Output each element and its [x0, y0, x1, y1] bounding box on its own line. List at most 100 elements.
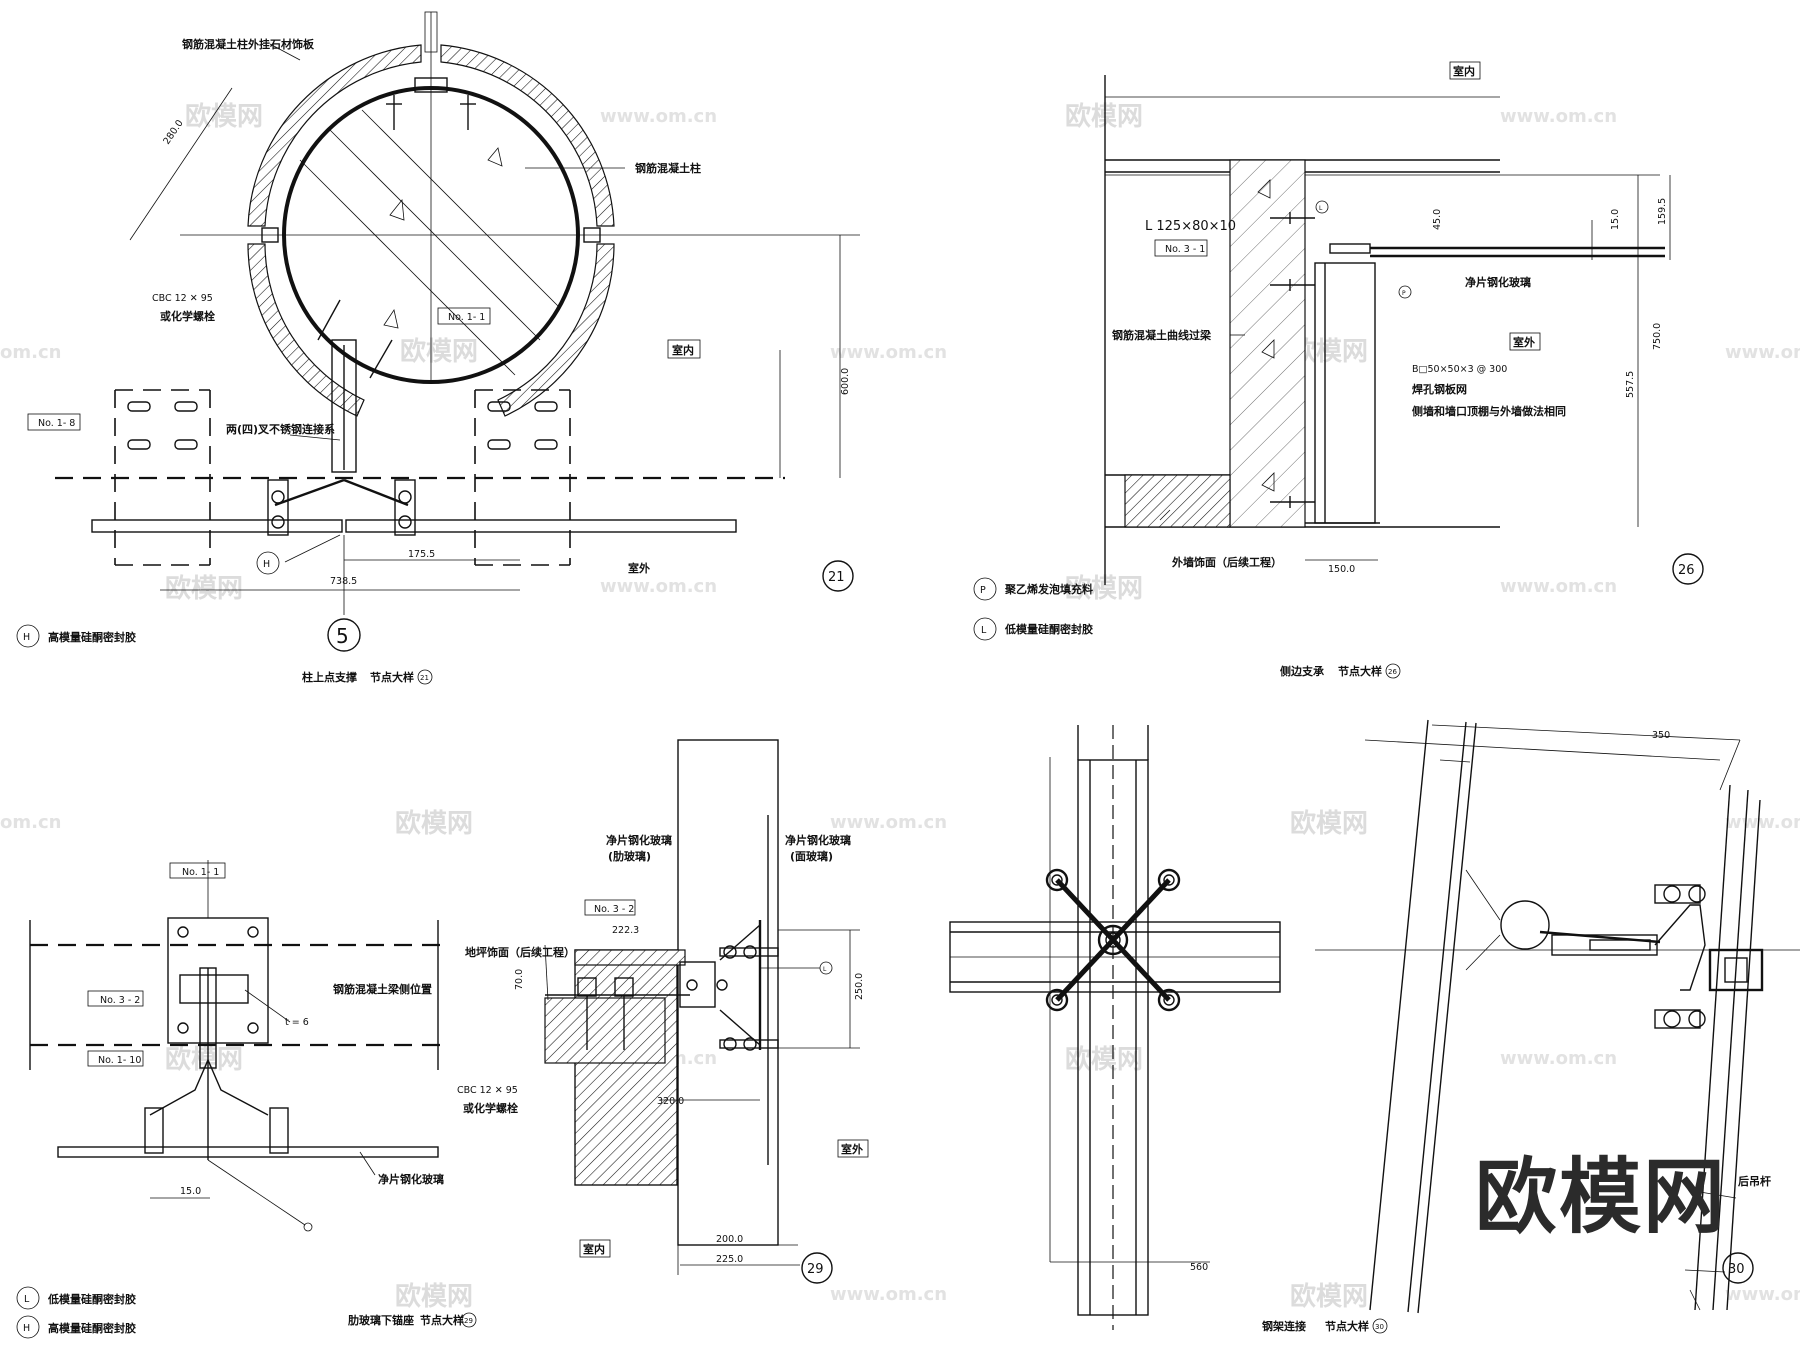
detail-21: 钢筋混凝土柱外挂石材饰板 钢筋混凝土柱 CBC 12 ✕ 95 或化学螺栓 No…	[16, 11, 860, 685]
label-indoor: 室内	[672, 343, 694, 357]
base-plate	[167, 917, 269, 1044]
h-symbol-text: H	[263, 559, 270, 570]
label-beam-position: 钢筋混凝土梁侧位置	[333, 982, 432, 996]
tag-no-1-1	[437, 307, 491, 325]
concrete-slab	[544, 997, 666, 1064]
label-cbc: CBC 12 ✕ 95	[152, 293, 213, 304]
cladding-segment	[440, 44, 615, 227]
floor-finish	[574, 949, 686, 966]
h-symbol	[256, 551, 280, 575]
watermark-url: www.om.cn	[1500, 576, 1617, 597]
watermark-url: www.om.cn	[1725, 342, 1800, 363]
label-finish: 外墙饰面（后续工程）	[1171, 555, 1282, 569]
label-glass: 净片钢化玻璃	[1465, 275, 1531, 289]
triangle-mark	[389, 198, 405, 221]
label-rc-column: 钢筋混凝土柱	[635, 161, 701, 175]
legend-h-symbol-text: H	[23, 1323, 30, 1334]
top-rod	[424, 11, 438, 53]
detail-number: 21	[828, 570, 845, 585]
caption-b: 节点大样	[370, 670, 414, 684]
tag-no-1-10	[87, 1050, 144, 1067]
caption-a: 肋玻璃下锚座	[348, 1313, 414, 1327]
caption-number: 29	[464, 1317, 473, 1325]
caption-circle	[1385, 663, 1401, 679]
watermark-url: om.cn	[0, 812, 61, 833]
dim-320: 320.0	[657, 1096, 684, 1107]
label-rod: 后吊杆	[1738, 1174, 1771, 1188]
dim-70: 70.0	[514, 969, 525, 990]
dim-line	[129, 87, 233, 241]
cladding-segment	[497, 243, 615, 417]
axis-number: 5	[336, 624, 349, 648]
dim-557-5: 557.5	[1625, 371, 1636, 398]
label-outdoor: 室外	[841, 1142, 863, 1156]
caption-b: 节点大样	[1325, 1319, 1369, 1333]
watermark-cn: 欧模网	[1290, 1281, 1368, 1312]
watermark-url: www.om.cn	[830, 812, 947, 833]
label-tube: B□50×50×3 @ 300	[1412, 364, 1507, 375]
watermark-url: www.om.cn	[600, 576, 717, 597]
label-outdoor: 室外	[628, 561, 650, 575]
clamp	[679, 961, 716, 1008]
dim-750: 750.0	[1652, 323, 1663, 350]
watermark-cn: 欧模网	[165, 573, 243, 604]
dim-225: 225.0	[716, 1254, 743, 1265]
spider-support	[267, 339, 416, 536]
tag-no-3-1-text: No. 3 - 1	[1165, 244, 1205, 255]
watermark-url: www.om.cn	[600, 106, 717, 127]
caption-a: 柱上点支撑	[302, 670, 357, 684]
tag-no-1-8	[27, 413, 81, 431]
indoor-box	[667, 339, 701, 359]
l-symbol-text: L	[823, 966, 827, 973]
bracket	[1654, 904, 1706, 991]
legend-p-symbol-text: P	[980, 585, 986, 596]
section-line	[361, 109, 561, 309]
detail-number: 26	[1678, 563, 1695, 578]
dim-45: 45.0	[1432, 209, 1443, 230]
label-grid: 焊孔钢板网	[1412, 382, 1467, 396]
legend-l-symbol-text: L	[981, 625, 987, 636]
legend-p-symbol	[973, 577, 997, 601]
label-rc-lintel: 钢筋混凝土曲线过梁	[1112, 328, 1212, 342]
finish-hatch	[1124, 474, 1231, 528]
watermark-url: www.om.cn	[1725, 812, 1800, 833]
label-cbc: CBC 12 ✕ 95	[457, 1085, 518, 1096]
legend-h-symbol-text: H	[23, 632, 30, 643]
detail-number: 30	[1728, 1262, 1745, 1277]
legend-l-symbol	[973, 617, 997, 641]
legend-l: 低模量硅酮密封胶	[47, 1292, 136, 1306]
label-floor-finish: 地坪饰面（后续工程）	[465, 945, 575, 959]
lintel-anchors	[1270, 212, 1315, 508]
dim-159-5: 159.5	[1657, 198, 1668, 225]
dim-150: 150.0	[1328, 564, 1355, 575]
tag-no-3-2-b-text: No. 3 - 2	[594, 904, 634, 915]
tag-no-3-2-b	[584, 899, 636, 916]
caption-number: 26	[1388, 668, 1397, 676]
section-line	[299, 159, 516, 376]
glass-panel	[345, 519, 737, 533]
caption-b: 节点大样	[420, 1313, 464, 1327]
outdoor-box	[837, 1139, 869, 1158]
tag-no-1-1-text: No. 1- 1	[448, 312, 485, 323]
caption-a: 侧边支承	[1280, 664, 1325, 678]
dim-175: 175.5	[408, 549, 435, 560]
support-arms	[149, 1058, 269, 1116]
l-symbol-text: L	[1319, 205, 1323, 212]
watermark-cn: 欧模网	[1065, 101, 1143, 132]
turnbuckle	[1551, 934, 1658, 956]
detail-bubble	[801, 1252, 833, 1284]
legend-l: 低模量硅酮密封胶	[1004, 622, 1093, 636]
rc-lintel	[1229, 159, 1306, 528]
detail-number: 29	[807, 1262, 824, 1277]
watermark-cn: 欧模网	[395, 808, 473, 839]
caption-number: 21	[420, 674, 429, 682]
label-face-glass: 净片钢化玻璃	[785, 833, 851, 847]
legend-p: 聚乙烯发泡填充料	[1004, 582, 1093, 596]
label-t6: t = 6	[285, 1017, 309, 1028]
p-symbol	[1398, 285, 1412, 299]
label-indoor: 室内	[583, 1242, 605, 1256]
tube-section	[1500, 900, 1550, 950]
watermark-url: www.om.cn	[830, 342, 947, 363]
glass-panel	[57, 1146, 439, 1158]
